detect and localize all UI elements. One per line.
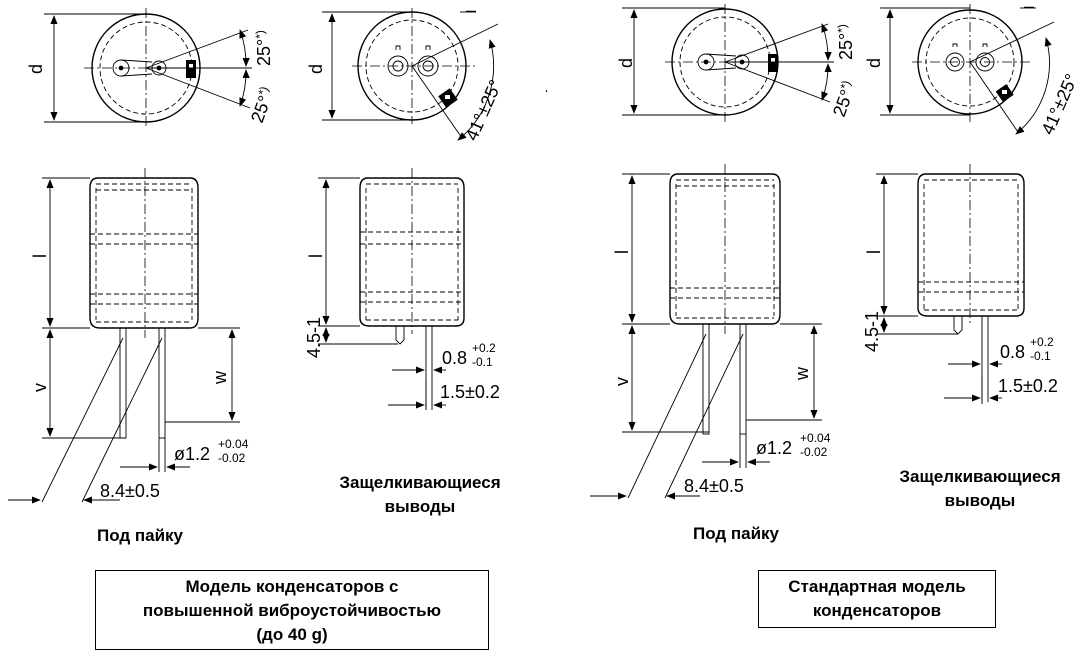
label-l-1: l	[30, 254, 50, 258]
label-pin-width-1: 0.8	[442, 348, 467, 368]
label-lead-offset-2: 4.5-1	[862, 311, 882, 352]
label-angle-25-bottom-2: 25°*)	[828, 78, 860, 119]
top-view-snapin-vibration	[322, 8, 548, 141]
label-angle-25-top-1: 25°*)	[253, 30, 274, 66]
label-d-3: d	[616, 58, 636, 68]
side-view-snapin-standard	[876, 164, 1025, 404]
label-l-3: l	[612, 250, 632, 254]
model-box-standard-line1: Стандартная модель	[788, 577, 966, 596]
label-pin-width-plus-2: +0.2	[1030, 335, 1054, 349]
side-view-solder-standard	[590, 164, 822, 500]
label-angle-25-bottom-1: 25°*)	[246, 84, 278, 125]
label-d-4: d	[864, 58, 884, 68]
caption-snapin-right-line1: Защелкивающиеся	[899, 467, 1061, 486]
label-w-1: w	[210, 370, 230, 385]
label-minus-2: –	[1024, 0, 1034, 16]
side-view-snapin-vibration	[318, 168, 465, 410]
top-view-solder-vibration	[44, 8, 252, 128]
caption-snapin-right-line2: выводы	[944, 491, 1016, 510]
label-d-2: d	[306, 64, 326, 74]
model-box-vibration-line1: Модель конденсаторов с	[185, 577, 399, 596]
label-l-2: l	[306, 254, 326, 258]
label-minus-1: –	[466, 0, 476, 20]
caption-solder-left: Под пайку	[96, 526, 184, 545]
label-angle-41-2: 41°±25°	[1037, 71, 1081, 138]
label-l-4: l	[864, 250, 884, 254]
label-angle-41-1: 41°±25°	[461, 77, 505, 144]
model-box-vibration-line2: повышенной виброустойчивостью	[142, 601, 442, 620]
label-pin-width-plus-1: +0.2	[472, 341, 496, 355]
top-view-snapin-standard	[880, 4, 1055, 135]
model-box-vibration: Модель конденсаторов с повышенной виброу…	[95, 570, 489, 650]
model-box-standard: Стандартная модель конденсаторов	[758, 570, 996, 628]
label-d-1: d	[26, 64, 46, 74]
caption-solder-right: Под пайку	[692, 524, 780, 543]
label-pin-width-minus-1: -0.1	[472, 355, 493, 369]
label-lead-diameter-plus-1: +0.04	[218, 437, 249, 451]
label-pin-spacing-1: 1.5±0.2	[440, 382, 500, 402]
caption-snapin-left-line2: выводы	[384, 497, 456, 516]
label-v-1: v	[30, 383, 50, 392]
label-lead-diameter-2: ø1.2	[756, 438, 792, 458]
label-lead-diameter-1: ø1.2	[174, 444, 210, 464]
label-lead-diameter-minus-2: -0.02	[800, 445, 828, 459]
label-lead-diameter-plus-2: +0.04	[800, 431, 831, 445]
label-lead-pitch-1: 8.4±0.5	[100, 481, 160, 501]
label-pin-spacing-2: 1.5±0.2	[998, 376, 1058, 396]
model-box-standard-line2: конденсаторов	[812, 601, 942, 620]
caption-snapin-left-line1: Защелкивающиеся	[339, 473, 501, 492]
label-v-2: v	[612, 377, 632, 386]
label-angle-25-top-2: 25°*)	[835, 24, 856, 60]
label-lead-offset-1: 4.5-1	[304, 317, 324, 358]
label-w-2: w	[792, 366, 812, 381]
model-box-vibration-line3: (до 40 g)	[256, 625, 328, 644]
top-view-solder-standard	[622, 4, 834, 122]
label-pin-width-minus-2: -0.1	[1030, 349, 1051, 363]
side-view-solder-vibration	[8, 168, 240, 504]
label-pin-width-2: 0.8	[1000, 342, 1025, 362]
label-lead-pitch-2: 8.4±0.5	[684, 476, 744, 496]
label-lead-diameter-minus-1: -0.02	[218, 451, 246, 465]
